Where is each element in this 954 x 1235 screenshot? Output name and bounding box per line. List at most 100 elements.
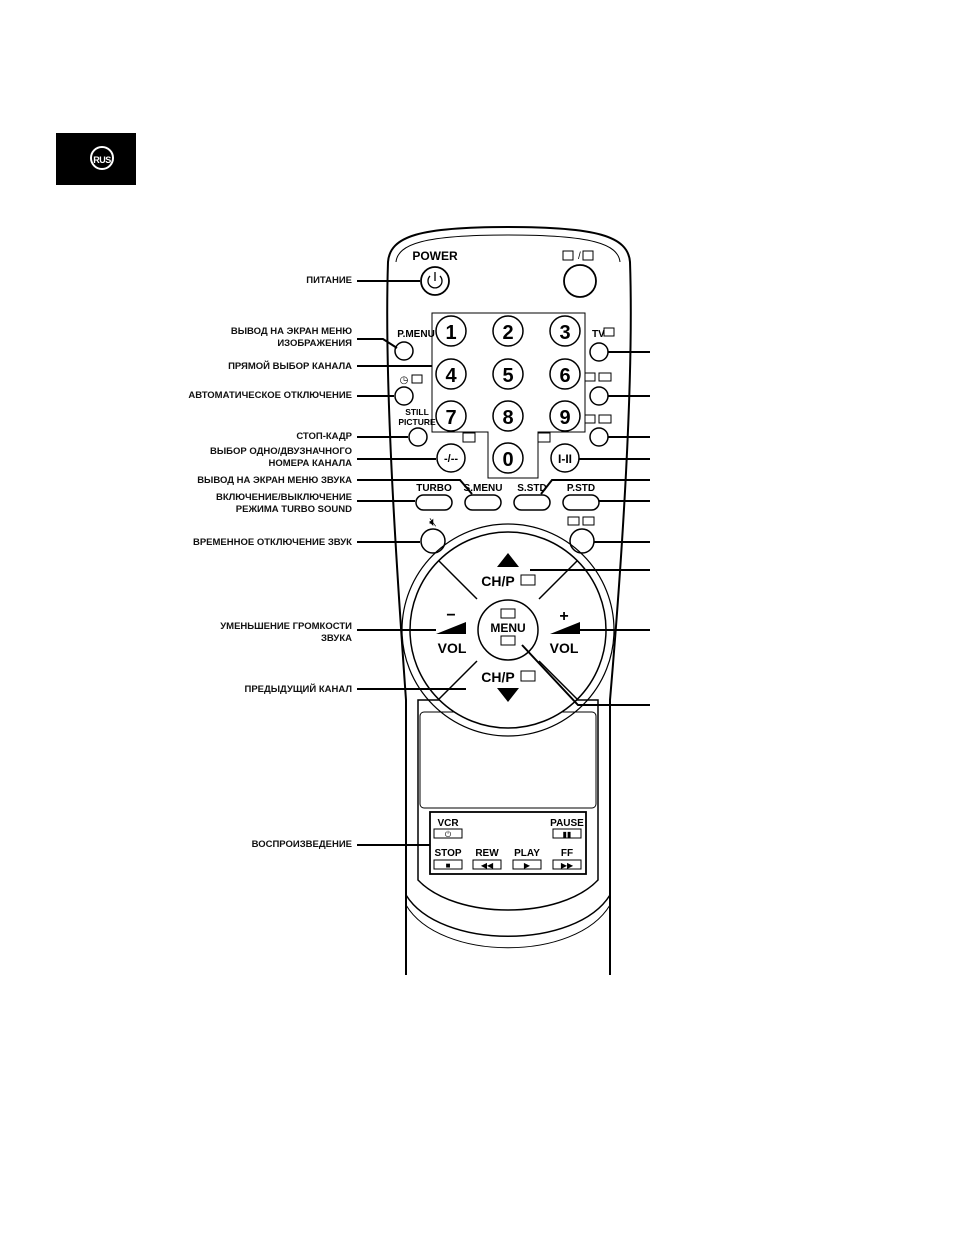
teletext-reveal-icon [584, 414, 596, 424]
teletext-answer-icon [598, 414, 612, 424]
teletext-slash-icon: / [578, 251, 581, 262]
nav-divider-4 [538, 660, 578, 700]
teletext-mix-button[interactable] [563, 264, 597, 298]
vcr-ff-button[interactable] [552, 859, 582, 870]
digit-6-button[interactable] [549, 358, 581, 390]
stereo-label: I-II [558, 452, 572, 466]
vcr-ff-label: FF [561, 848, 573, 859]
mute-button[interactable] [420, 528, 446, 554]
label-direct-channel: ПРЯМОЙ ВЫБОР КАНАЛА [228, 361, 352, 372]
digit-2-label: 2 [502, 322, 513, 344]
label-sleep-timer: АВТОМАТИЧЕСКОЕ ОТКЛЮЧЕНИЕ [188, 390, 352, 401]
digit-2-button[interactable] [492, 315, 524, 347]
still-label-line1: STILL [405, 407, 429, 417]
sound-menu-button[interactable] [464, 494, 502, 511]
teletext-size-button[interactable] [569, 528, 595, 554]
remote-bottom-curve [405, 894, 611, 937]
teletext-prev-icon [584, 372, 596, 382]
label-power: ПИТАНИЕ [306, 275, 352, 286]
digit-select-label: -/-- [444, 453, 458, 465]
volume-up-label: VOL [550, 640, 579, 656]
channel-down-label: CH/P [481, 669, 514, 685]
digit-1-button[interactable] [435, 315, 467, 347]
power-icon [427, 275, 443, 289]
menu-teletext-icon [500, 608, 516, 619]
teletext-hold-button[interactable] [589, 386, 609, 406]
vcr-stop-button[interactable] [433, 859, 463, 870]
picture-std-button[interactable] [562, 494, 600, 511]
nav-divider-1 [438, 560, 478, 600]
label-previous-channel: ПРЕДЫДУЩИЙ КАНАЛ [244, 684, 352, 695]
volume-down-label: VOL [438, 640, 467, 656]
vcr-rewind-icon: ◀◀ [481, 861, 494, 870]
picture-menu-button[interactable] [394, 341, 414, 361]
digit-7-label: 7 [445, 407, 456, 429]
digit-5-button[interactable] [492, 358, 524, 390]
vcr-power-button[interactable] [433, 828, 463, 839]
teletext-reveal-button[interactable] [589, 427, 609, 447]
vcr-play-label: PLAY [514, 848, 540, 859]
vcr-rewind-button[interactable] [472, 859, 502, 870]
label-sound-menu: ВЫВОД НА ЭКРАН МЕНЮ ЗВУКА [197, 475, 352, 486]
remote-bottom-curve-2 [405, 904, 611, 949]
digit-4-label: 4 [445, 365, 457, 387]
digit-select-button[interactable] [436, 443, 466, 473]
turbo-button[interactable] [415, 494, 453, 511]
digit-8-button[interactable] [492, 400, 524, 432]
sleep-button[interactable] [394, 386, 414, 406]
channel-up-teletext-icon [520, 574, 536, 586]
remote-body-inner [395, 234, 621, 263]
digit-0-label: 0 [502, 449, 513, 471]
digit-9-button[interactable] [549, 400, 581, 432]
digit-9-label: 9 [559, 407, 570, 429]
still-label-line2: PICTURE [398, 417, 436, 427]
digit-1-label: 1 [445, 322, 456, 344]
digit-8-label: 8 [502, 407, 513, 429]
vcr-power-icon: ⏻ [445, 830, 452, 839]
language-badge: RUS [56, 133, 136, 185]
sleep-teletext-icon [411, 374, 423, 384]
tv-icon [603, 327, 615, 337]
vcr-stop-icon: ■ [446, 861, 451, 870]
sound-std-button[interactable] [513, 494, 551, 511]
left-leader-lines [357, 280, 473, 846]
vcr-rewind-label: REW [475, 848, 499, 859]
nav-divider-3 [438, 660, 478, 700]
tv-label: TV [592, 329, 605, 340]
teletext-size-icon [567, 516, 580, 526]
label-playback: ВОСПРОИЗВЕДЕНИЕ [251, 839, 352, 850]
digit-4-button[interactable] [435, 358, 467, 390]
turbo-label: TURBO [416, 483, 452, 494]
vcr-play-button[interactable] [512, 859, 542, 870]
digit-6-label: 6 [559, 365, 570, 387]
vcr-pause-label: PAUSE [550, 818, 584, 829]
volume-up-wedge-icon [550, 622, 580, 634]
picture-std-label: P.STD [567, 483, 595, 494]
still-button[interactable] [408, 427, 428, 447]
remote-body [386, 225, 632, 975]
channel-down-arrow-icon [497, 688, 519, 702]
dash-teletext-icon [462, 432, 476, 443]
teletext-mix-icon [582, 250, 594, 261]
label-still-picture: СТОП-КАДР [296, 431, 352, 442]
vcr-play-icon: ▶ [524, 861, 531, 870]
stereo-teletext-icon [537, 432, 551, 443]
teletext-cancel-icon [582, 516, 595, 526]
digit-5-label: 5 [502, 365, 513, 387]
digit-3-button[interactable] [549, 315, 581, 347]
volume-down-wedge-icon [436, 622, 466, 634]
sound-menu-label: S.MENU [464, 483, 503, 494]
vcr-pause-button[interactable] [552, 828, 582, 839]
language-badge-label: RUS [90, 146, 114, 170]
sound-std-label: S.STD [517, 483, 546, 494]
digit-7-button[interactable] [435, 400, 467, 432]
vcr-power-label: VCR [437, 818, 459, 829]
tv-button[interactable] [589, 342, 609, 362]
right-leader-lines [521, 351, 650, 706]
digit-0-button[interactable] [492, 442, 524, 474]
